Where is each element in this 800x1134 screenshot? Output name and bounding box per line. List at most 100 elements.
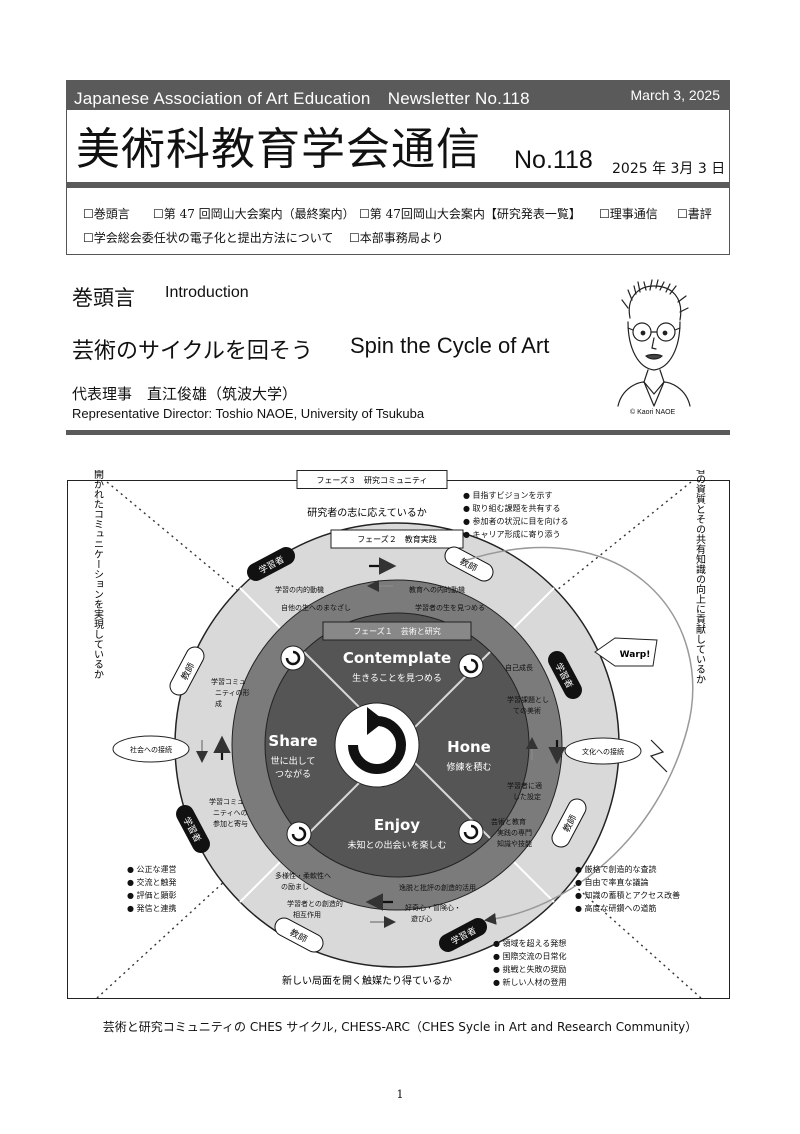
ring-note: 学習コミュ bbox=[211, 677, 246, 686]
title-box bbox=[66, 110, 730, 182]
ring-note: 学習者の生を見つめる bbox=[415, 603, 485, 612]
ring-note: の励まし bbox=[281, 883, 309, 891]
ring-note: 逸脱と批評の創造的活用 bbox=[399, 883, 476, 892]
role-tag-teacher bbox=[274, 917, 324, 953]
page-number: 1 bbox=[396, 1088, 404, 1101]
divider bbox=[66, 254, 730, 255]
toc-item[interactable]: ☐第 47 回岡山大会案内（最終案内） bbox=[153, 207, 355, 221]
role-tag-learner bbox=[246, 547, 296, 581]
article-title-jp: 芸術のサイクルを回そう bbox=[72, 339, 313, 364]
role-tag-teacher bbox=[551, 798, 587, 848]
right-vertical-question: 研究者の資質とその共有知識の向上に貢献しているか bbox=[694, 470, 706, 684]
warp-callout bbox=[594, 637, 658, 667]
hone-jp: 修練を積む bbox=[446, 761, 491, 773]
social-link-label: 社会への接続 bbox=[130, 745, 172, 754]
ring-note: 相互作用 bbox=[293, 910, 321, 919]
divider bbox=[66, 182, 730, 188]
list-item: ● 厳格で創造的な査読 bbox=[575, 864, 657, 874]
ring-note: 多様性・柔軟性へ bbox=[275, 871, 331, 880]
toc-item[interactable]: ☐巻頭言 bbox=[83, 207, 130, 221]
ring-note: 学習者との創造的 bbox=[287, 899, 343, 908]
contemplate-label: Contemplate bbox=[343, 649, 451, 667]
phase3-label-box bbox=[296, 470, 448, 489]
newsletter-title: 美術科教育学会通信 bbox=[76, 124, 481, 175]
list-item: ● 国際交流の日常化 bbox=[493, 951, 567, 961]
author-en: Representative Director: Toshio NAOE, Un… bbox=[72, 406, 425, 421]
list-item: ● 公正な運営 bbox=[127, 864, 177, 874]
issue-number: No.118 bbox=[514, 146, 593, 174]
list-item: ● 評価と顕彰 bbox=[127, 890, 177, 900]
ring-note: 学習者に適 bbox=[507, 781, 542, 790]
bottom-question: 新しい局面を開く触媒たり得ているか bbox=[282, 974, 452, 987]
ring-note: 遊び心 bbox=[411, 914, 432, 923]
phase1-label: フェーズ１ 芸術と研究 bbox=[353, 626, 441, 636]
list-item: ● 高度な研鑽への道筋 bbox=[575, 903, 657, 913]
cycle-arrow-icon bbox=[348, 716, 406, 774]
list-item: ● 目指すビジョンを示す bbox=[463, 490, 553, 500]
role-tag-learner bbox=[438, 918, 488, 952]
ring-note: ニティの形 bbox=[215, 689, 250, 697]
warp-arrow bbox=[466, 546, 694, 925]
phase2-label-box bbox=[330, 529, 464, 549]
ring-note: 自他の生へのまなざし bbox=[281, 603, 351, 612]
portrait-credit: © Kaori NAOE bbox=[630, 409, 676, 416]
ring-note: 学習の内的動機 bbox=[275, 585, 324, 594]
ring-note: ての美術 bbox=[513, 706, 541, 715]
role-tag-learner bbox=[548, 650, 582, 700]
list-item: ● 自由で率直な議論 bbox=[575, 877, 649, 887]
role-tag-teacher bbox=[444, 546, 494, 582]
newsletter-header-bar: Japanese Association of Art Education Ne… bbox=[66, 80, 730, 110]
ring-note: 芸術と教育 bbox=[491, 817, 526, 826]
ring-note: 教育への内的動機 bbox=[409, 585, 465, 594]
social-link-bubble bbox=[112, 735, 190, 763]
list-item: ● 交流と触発 bbox=[127, 877, 177, 887]
list-item: ● 参加者の状況に目を向ける bbox=[463, 516, 569, 526]
list-item: ● 領域を超える発想 bbox=[493, 938, 566, 948]
toc-item[interactable]: ☐本部事務局より bbox=[349, 231, 444, 245]
role-tag-learner bbox=[176, 804, 210, 854]
issue-date-jp: 2025 年 3月 3 日 bbox=[612, 161, 726, 177]
share-jp-1: 世に出して bbox=[271, 755, 316, 767]
contemplate-jp: 生きることを見つめる bbox=[352, 672, 442, 684]
share-jp-2: つながる bbox=[275, 768, 311, 780]
ring-note: 学習課題とし bbox=[507, 695, 549, 704]
cycle-small-icon bbox=[458, 819, 484, 845]
ring-note: 成 bbox=[215, 699, 222, 708]
toc-item[interactable]: ☐書評 bbox=[677, 207, 712, 221]
org-newsletter-name: Japanese Association of Art Education Ne… bbox=[74, 89, 530, 108]
culture-link-label: 文化への接続 bbox=[582, 747, 624, 756]
toc-item[interactable]: ☐学会総会委任状の電子化と提出方法について bbox=[83, 231, 334, 245]
figure-caption: 芸術と研究コミュニティの CHES サイクル, CHESS-ARC（CHES S… bbox=[102, 1020, 698, 1034]
ring-note: 実践の専門 bbox=[497, 828, 532, 837]
date-en: March 3, 2025 bbox=[630, 87, 721, 103]
ring-note: 自己成長 bbox=[505, 663, 533, 672]
list-item: ● 挑戦と失敗の奨励 bbox=[493, 964, 567, 974]
article-title-en: Spin the Cycle of Art bbox=[350, 333, 550, 358]
ring-note: した設定 bbox=[513, 792, 541, 801]
list-item: ● 発信と連携 bbox=[127, 903, 177, 913]
left-vertical-question: 開かれたコミュニケーションを実現しているか bbox=[92, 470, 104, 679]
role-tag-teacher bbox=[169, 646, 205, 696]
ring-note: ニティへの bbox=[213, 809, 248, 817]
toc-item[interactable]: ☐理事通信 bbox=[599, 207, 658, 221]
section-heading-en: Introduction bbox=[165, 284, 249, 301]
hone-label: Hone bbox=[447, 738, 491, 756]
cycle-small-icon bbox=[280, 645, 306, 671]
author-jp: 代表理事 直江俊雄（筑波大学） bbox=[72, 385, 298, 403]
list-item: ● 取り組む課題を共有する bbox=[463, 503, 561, 513]
toc-item[interactable]: ☐第 47回岡山大会案内【研究発表一覧】 bbox=[359, 207, 581, 221]
ches-cycle-diagram: フェーズ３ 研究コミュニティ フェーズ２ 教育実践 フェーズ１ 芸術と研究 Co… bbox=[67, 470, 730, 999]
author-portrait-illustration bbox=[617, 279, 691, 407]
cycle-small-icon bbox=[286, 821, 312, 847]
ring-note: 好奇心・冒険心・ bbox=[405, 903, 461, 912]
table-of-contents: ☐巻頭言 ☐第 47 回岡山大会案内（最終案内） ☐第 47回岡山大会案内【研究… bbox=[66, 188, 730, 254]
cycle-small-icon bbox=[458, 653, 484, 679]
ring-note: 知識や技能 bbox=[497, 839, 532, 848]
section-heading-jp: 巻頭言 bbox=[72, 286, 135, 310]
ring-note: 参加と寄与 bbox=[213, 819, 248, 828]
list-item: ● キャリア形成に寄り添う bbox=[463, 529, 561, 539]
ring-note: 学習コミュ bbox=[209, 797, 244, 806]
phase3-label: フェーズ３ 研究コミュニティ bbox=[316, 475, 427, 485]
phase2-label: フェーズ２ 教育実践 bbox=[357, 534, 437, 544]
phase1-label-box bbox=[322, 621, 472, 641]
